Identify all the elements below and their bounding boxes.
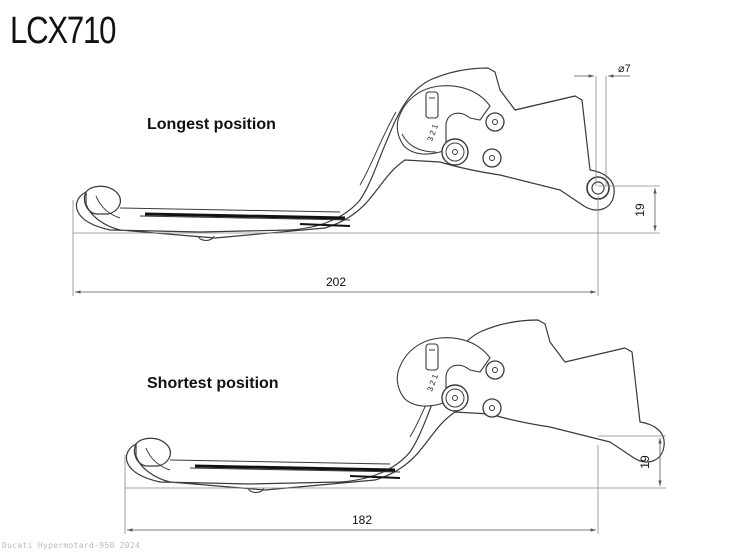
diameter-dimension-label: ⌀7 (618, 63, 631, 75)
caption-longest: Longest position (147, 116, 276, 133)
height-dimension-label: 19 (638, 455, 652, 469)
product-title: LCX710 (10, 10, 116, 52)
length-dimension-label: 182 (352, 513, 372, 527)
length-dimension-label: 202 (326, 275, 346, 289)
lever-shortest: 3 2 1 182 19 (124, 319, 666, 534)
caption-shortest: Shortest position (147, 375, 279, 392)
height-dimension-label: 19 (633, 203, 647, 217)
lever-longest: 3 2 1 202 19 ⌀7 (72, 63, 660, 296)
source-watermark: Ducati Hypermotard-950 2024 (2, 541, 141, 550)
